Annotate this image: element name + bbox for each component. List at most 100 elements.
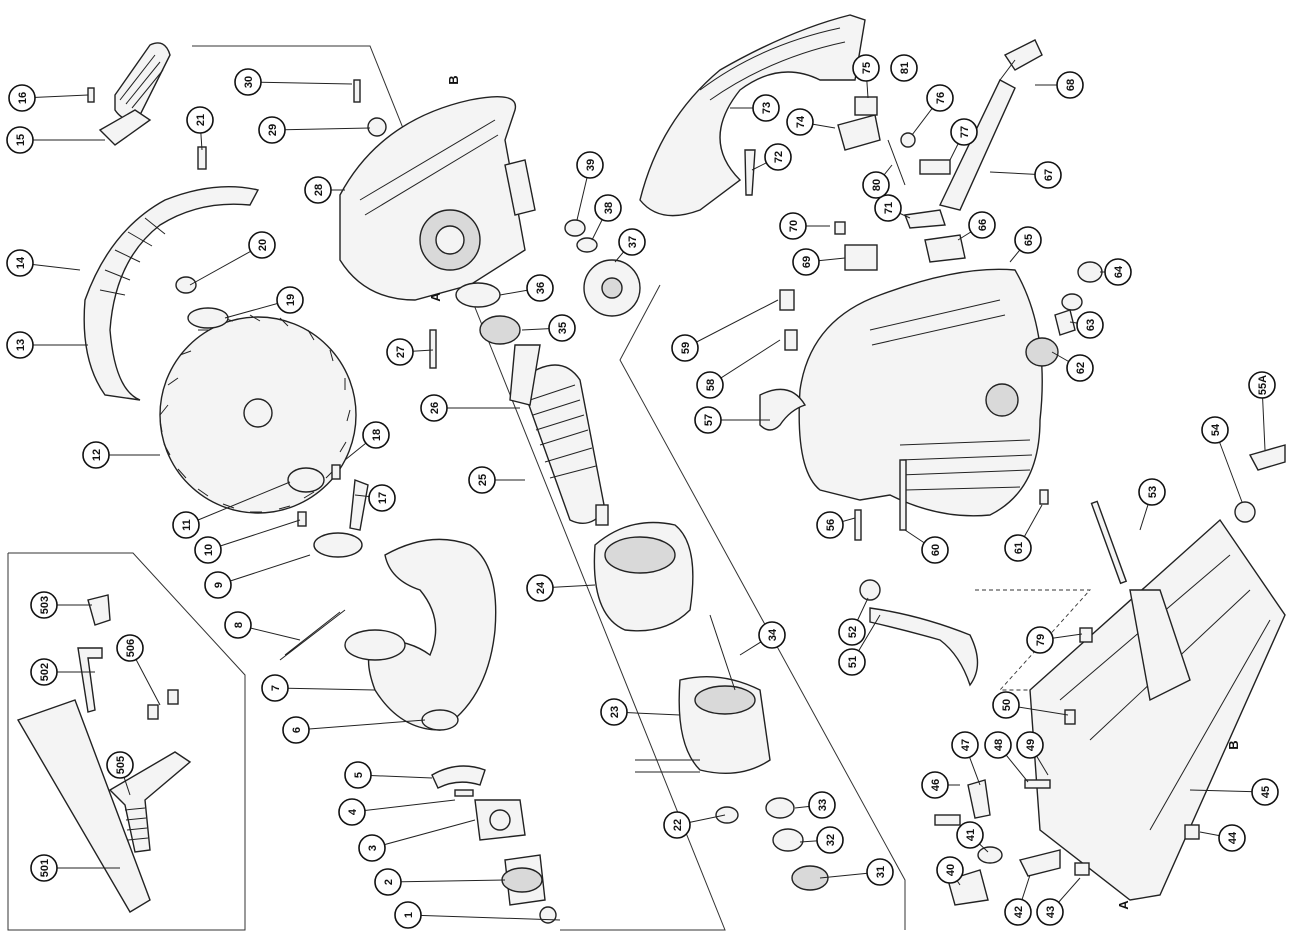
callout-label: 35 xyxy=(557,322,569,334)
callout-circle xyxy=(386,338,414,366)
brush-holder-parts xyxy=(1025,261,1103,367)
callout-9: 9 xyxy=(204,571,232,599)
callout-label: 501 xyxy=(39,859,51,877)
callout-circle xyxy=(921,536,949,564)
callout-31: 31 xyxy=(866,858,894,886)
callout-56: 56 xyxy=(816,511,844,539)
callout-label: 505 xyxy=(115,756,127,774)
upper-blade-guard-part xyxy=(83,186,260,401)
callout-505: 505 xyxy=(106,751,134,779)
callout-66: 66 xyxy=(968,211,996,239)
callout-circle xyxy=(951,731,979,759)
callout-label: 30 xyxy=(243,76,255,88)
stator-part xyxy=(593,521,829,891)
power-cord-part xyxy=(938,39,1043,211)
callout-label: 69 xyxy=(801,256,813,268)
callout-circle xyxy=(304,176,332,204)
callout-68: 68 xyxy=(1056,71,1084,99)
callout-circle xyxy=(282,716,310,744)
callout-label: 29 xyxy=(267,124,279,136)
callout-46: 46 xyxy=(921,771,949,799)
callout-circle xyxy=(344,761,372,789)
callout-label: 38 xyxy=(603,202,615,214)
callout-label: 7 xyxy=(270,685,282,691)
leader-line-7 xyxy=(274,687,376,691)
leader-line-59 xyxy=(684,299,779,349)
callout-circle xyxy=(926,84,954,112)
callout-54: 54 xyxy=(1201,416,1229,444)
callout-6: 6 xyxy=(282,716,310,744)
callout-71: 71 xyxy=(874,194,902,222)
callout-72: 72 xyxy=(764,143,792,171)
callout-circle xyxy=(808,791,836,819)
callout-73: 73 xyxy=(752,94,780,122)
spindle-parts xyxy=(421,709,557,924)
callout-circle xyxy=(1251,778,1279,806)
bearing-parts xyxy=(353,79,641,369)
callout-label: 4 xyxy=(347,808,359,815)
callout-label: 61 xyxy=(1013,542,1025,554)
callout-13: 13 xyxy=(6,331,34,359)
callout-circle xyxy=(186,106,214,134)
callout-59: 59 xyxy=(671,334,699,362)
callout-label: 52 xyxy=(847,626,859,638)
callout-circle xyxy=(224,611,252,639)
blade-washers-part xyxy=(87,87,363,558)
callout-10: 10 xyxy=(194,536,222,564)
callout-label: 20 xyxy=(257,239,269,251)
callout-circle xyxy=(1138,478,1166,506)
callout-42: 42 xyxy=(1004,898,1032,926)
callout-circle xyxy=(194,536,222,564)
callout-label: 23 xyxy=(609,706,621,718)
base-plate-part xyxy=(859,444,1286,906)
callout-circle xyxy=(576,151,604,179)
callout-circle xyxy=(1014,226,1042,254)
callout-65: 65 xyxy=(1014,226,1042,254)
callout-15: 15 xyxy=(6,126,34,154)
callout-circle xyxy=(866,858,894,886)
leader-line-3 xyxy=(371,819,476,849)
callout-41: 41 xyxy=(956,821,984,849)
callout-label: 71 xyxy=(883,202,895,214)
callout-53: 53 xyxy=(1138,478,1166,506)
callout-circle xyxy=(30,658,58,686)
armature-part xyxy=(509,344,609,526)
callout-label: 15 xyxy=(15,134,27,146)
callout-circle xyxy=(936,856,964,884)
callout-circle xyxy=(468,466,496,494)
callout-label: 45 xyxy=(1260,786,1272,798)
callout-circle xyxy=(82,441,110,469)
callout-label: 33 xyxy=(817,799,829,811)
callout-27: 27 xyxy=(386,338,414,366)
callout-label: 54 xyxy=(1210,423,1222,436)
callout-label: 9 xyxy=(213,582,225,588)
callout-circle xyxy=(600,698,628,726)
callout-circle xyxy=(671,334,699,362)
callout-circle xyxy=(696,371,724,399)
callout-69: 69 xyxy=(792,248,820,276)
callout-label: 506 xyxy=(125,639,137,657)
callout-21: 21 xyxy=(186,106,214,134)
callout-circle xyxy=(1034,161,1062,189)
callout-33: 33 xyxy=(808,791,836,819)
callout-49: 49 xyxy=(1016,731,1044,759)
callout-circle xyxy=(618,228,646,256)
callout-11: 11 xyxy=(172,511,200,539)
callout-circle xyxy=(816,511,844,539)
callout-label: 10 xyxy=(203,544,215,556)
callout-circle xyxy=(374,868,402,896)
callout-50: 50 xyxy=(992,691,1020,719)
callout-circle xyxy=(204,571,232,599)
callout-label: 74 xyxy=(795,115,807,128)
callout-label: 2 xyxy=(383,879,395,885)
callout-circle xyxy=(838,618,866,646)
callout-label: 27 xyxy=(395,346,407,358)
callout-28: 28 xyxy=(304,176,332,204)
callout-label: 40 xyxy=(945,864,957,876)
section-letter-A: A xyxy=(428,292,443,302)
callout-4: 4 xyxy=(338,798,366,826)
section-letter-B: B xyxy=(1226,740,1241,749)
callout-circle xyxy=(984,731,1012,759)
callout-19: 19 xyxy=(276,286,304,314)
